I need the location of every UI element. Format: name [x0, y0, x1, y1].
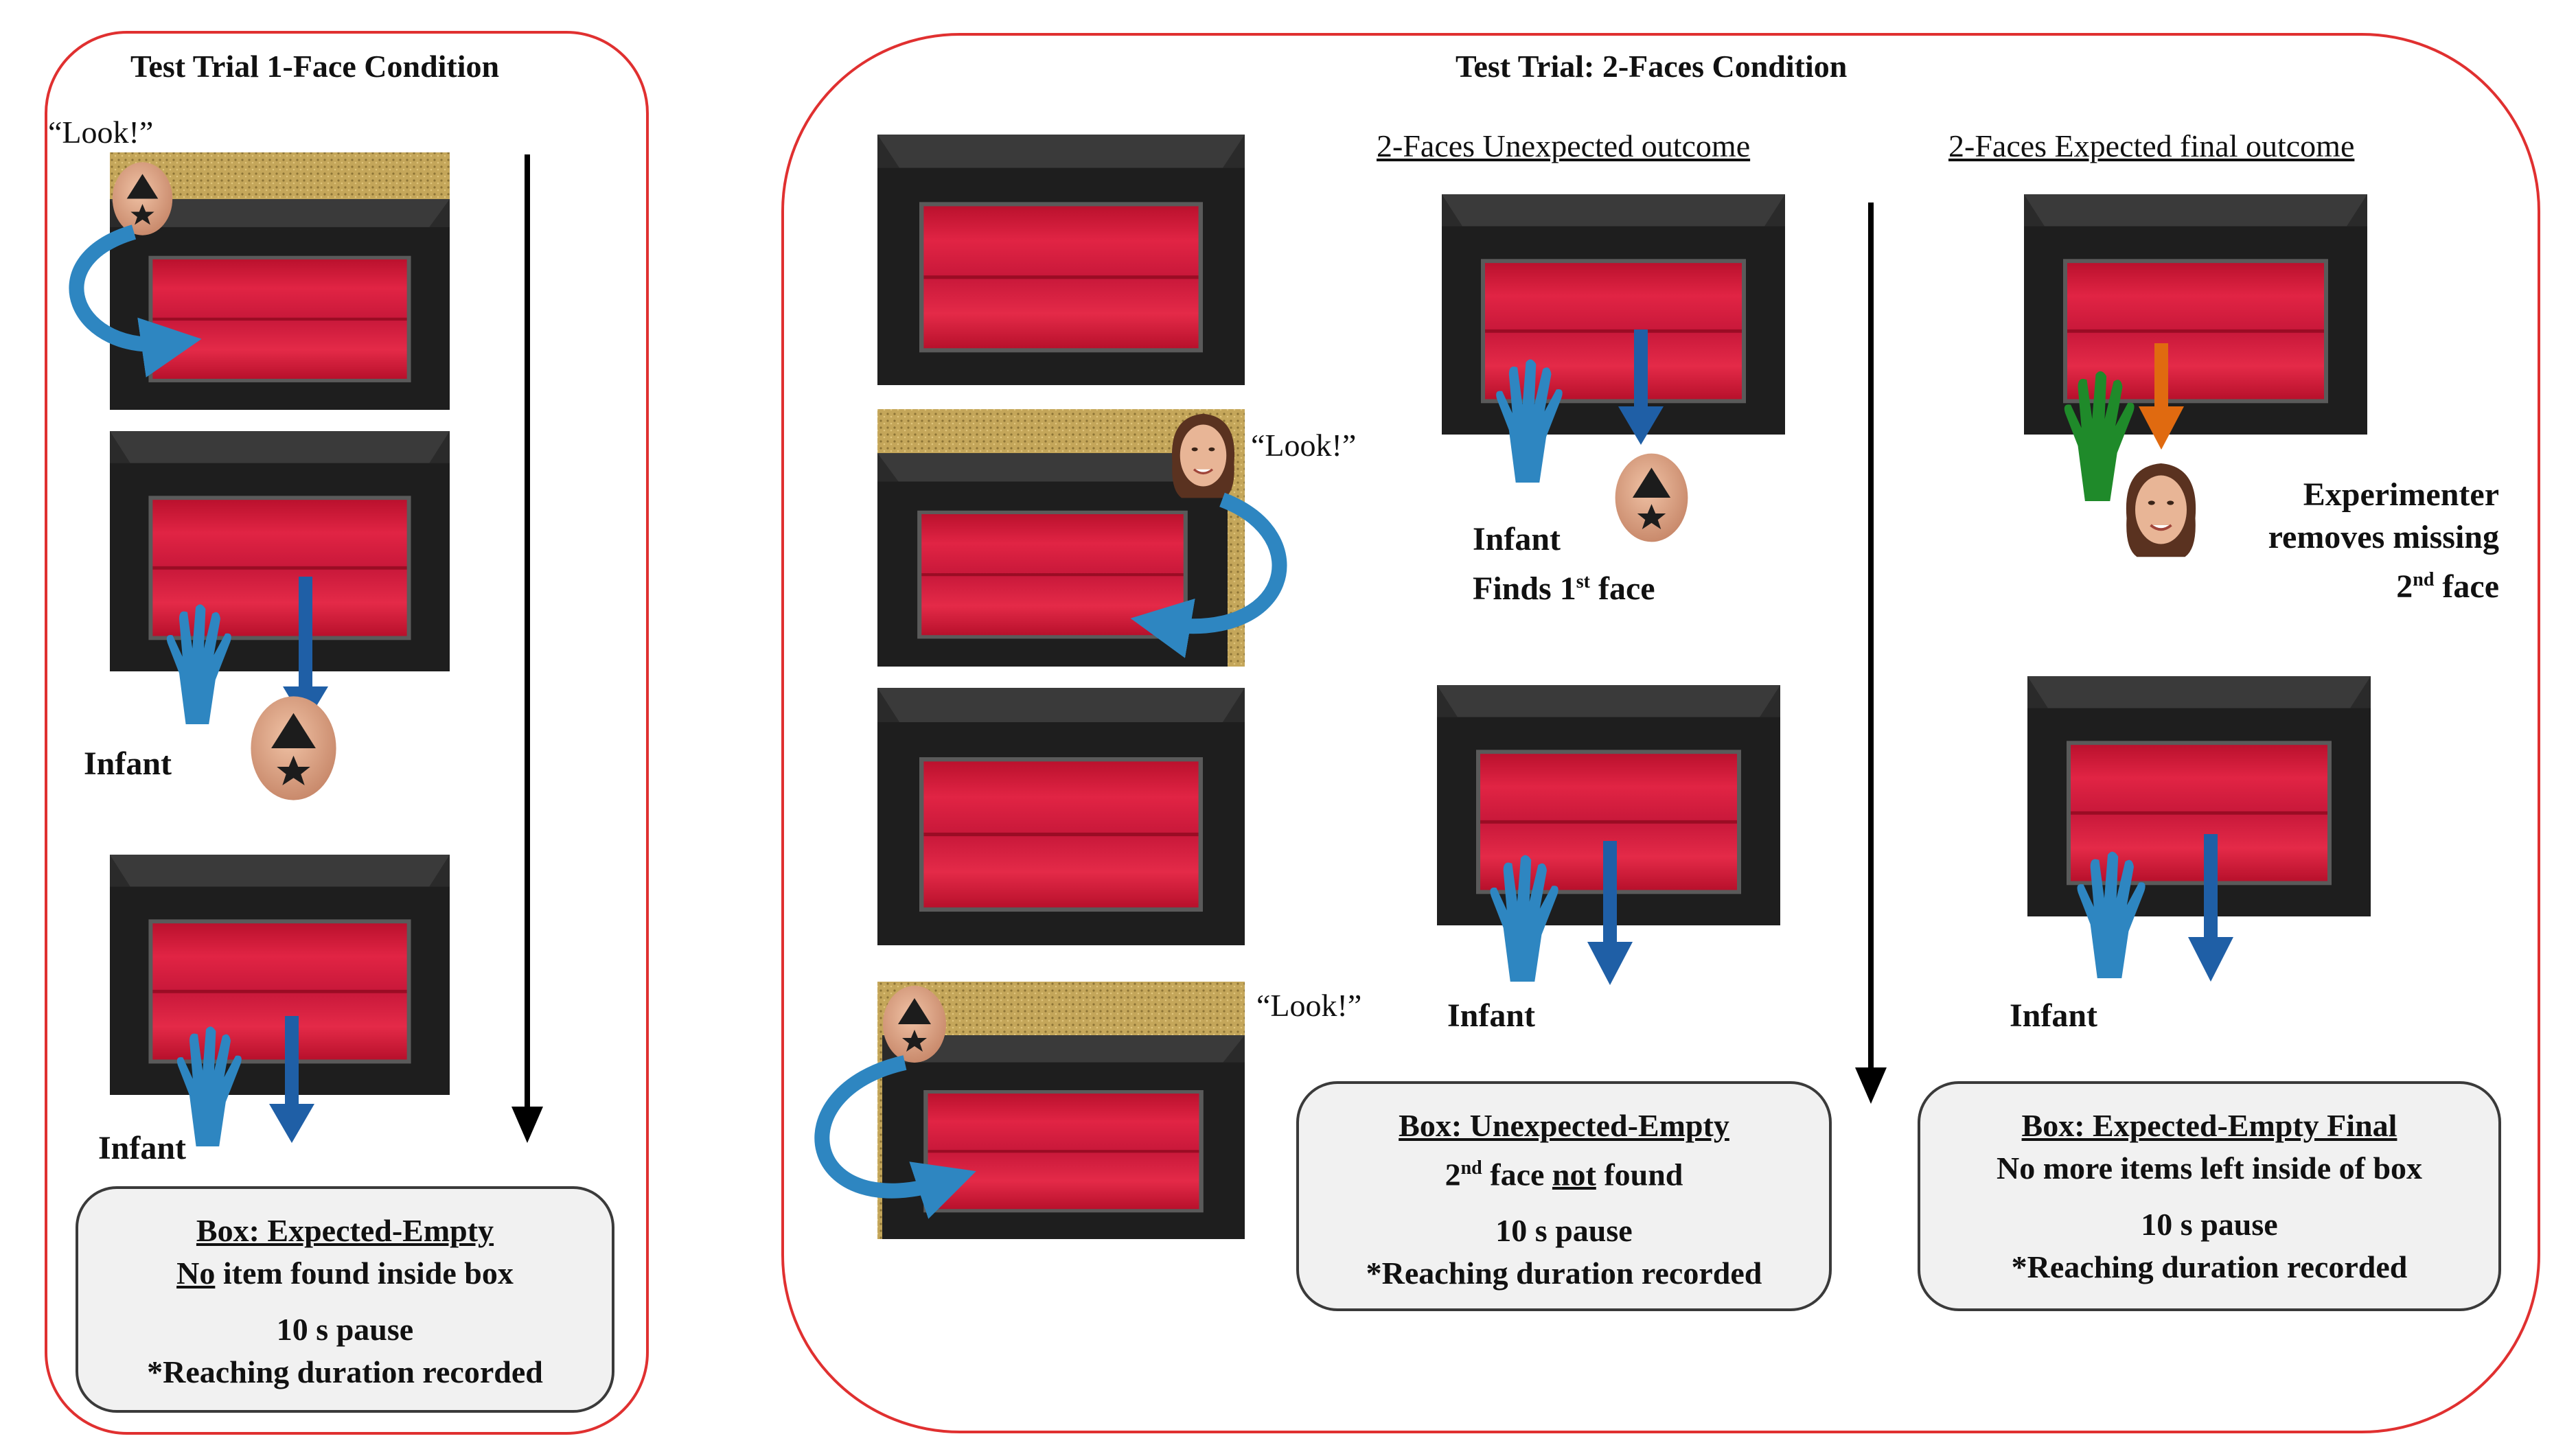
time-arrow-head	[1855, 1067, 1887, 1104]
info-note: *Reaching duration recorded	[2011, 1249, 2408, 1284]
info-box-unexpected-empty: Box: Unexpected-Empty 2nd face not found…	[1296, 1081, 1832, 1311]
box-photo	[110, 431, 450, 671]
info-pause: 10 s pause	[276, 1312, 414, 1347]
box-photo	[1442, 194, 1785, 435]
info-note: *Reaching duration recorded	[1366, 1256, 1762, 1291]
expected-header: 2-Faces Expected final outcome	[1948, 128, 2355, 163]
box-photo	[2027, 676, 2371, 916]
curved-arrow	[814, 1055, 976, 1219]
face-shape-icon	[883, 986, 946, 1063]
info-pause: 10 s pause	[1495, 1213, 1633, 1249]
woman-face-icon	[1171, 413, 1236, 500]
info-heading: Box: Expected-Empty Final	[2021, 1108, 2397, 1143]
left-panel	[45, 31, 649, 1435]
info-note: *Reaching duration recorded	[147, 1354, 543, 1389]
info-box-expected-empty-final: Box: Expected-Empty Final No more items …	[1918, 1081, 2501, 1311]
look-label: “Look!”	[1251, 428, 1357, 463]
infant-label: Infant	[98, 1130, 187, 1166]
info-box-expected-empty: Box: Expected-Empty No item found inside…	[76, 1186, 614, 1413]
right-panel-title: Test Trial: 2-Faces Condition	[1456, 49, 1848, 84]
box-photo	[110, 199, 450, 410]
box-photo	[877, 135, 1245, 385]
curved-arrow	[69, 224, 202, 378]
infant-finds-line2: Finds 1st face	[1473, 570, 1655, 607]
right-panel	[781, 33, 2540, 1433]
down-arrow-head	[2188, 937, 2233, 982]
box-photo	[110, 855, 450, 1095]
infant-label: Infant	[84, 746, 172, 782]
down-arrow-head	[1587, 942, 1633, 985]
box-photo	[882, 1035, 1245, 1239]
time-arrow-head	[511, 1107, 543, 1143]
info-line-rest: item found inside box	[215, 1256, 514, 1291]
face-shape-icon	[251, 696, 336, 800]
no-word: No	[176, 1256, 216, 1291]
unexpected-header: 2-Faces Unexpected outcome	[1377, 128, 1751, 163]
down-arrow-head	[269, 1104, 314, 1143]
infant-finds-label: Infant Finds 1st face	[1473, 518, 1655, 610]
look-label: “Look!”	[1256, 988, 1362, 1023]
info-heading: Box: Unexpected-Empty	[1399, 1108, 1729, 1143]
box-photo	[877, 688, 1245, 945]
info-pause: 10 s pause	[2141, 1207, 2278, 1242]
infant-label: Infant	[1447, 997, 1536, 1034]
down-arrow-head	[1618, 406, 1664, 445]
box-photo	[2024, 194, 2367, 435]
info-heading: Box: Expected-Empty	[196, 1213, 494, 1248]
not-word: not	[1552, 1157, 1596, 1192]
look-label: “Look!”	[48, 115, 154, 150]
left-panel-title: Test Trial 1-Face Condition	[130, 49, 500, 84]
down-arrow-head-orange	[2139, 406, 2184, 450]
infant-label: Infant	[2010, 997, 2098, 1034]
info-line: No item found inside box	[78, 1252, 612, 1295]
woman-face-icon	[2124, 462, 2198, 559]
curved-arrow	[1130, 492, 1287, 658]
face-shape-icon	[112, 162, 173, 235]
info-line: 2nd face not found	[1445, 1157, 1683, 1192]
experimenter-label: Experimenter removes missing 2nd face	[2268, 476, 2499, 605]
info-line: No more items left inside of box	[1996, 1151, 2423, 1186]
infant-finds-line1: Infant	[1473, 521, 1561, 557]
